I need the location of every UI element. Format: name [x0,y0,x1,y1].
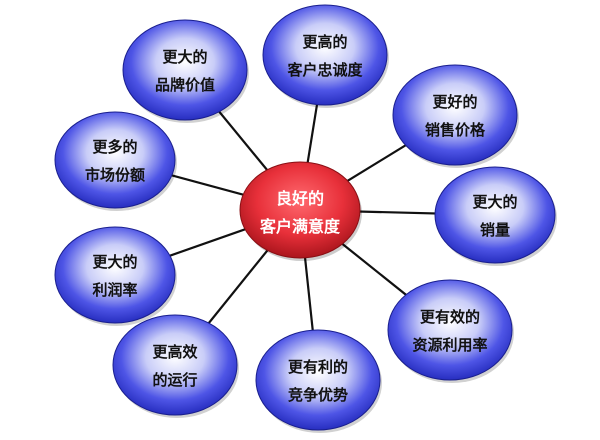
node-ellipse [112,314,238,416]
node-label-line2: 销量 [480,221,510,239]
center-label-line1: 良好的 [276,189,324,208]
node-label-line1: 更好的 [432,93,477,111]
node-ellipse [54,111,176,209]
node-label-line2: 客户忠诚度 [286,61,363,79]
node-ellipse [255,329,381,431]
node-label-line2: 品牌价值 [155,76,215,94]
node-ellipse [262,4,388,106]
node-label-line1: 更多的 [92,138,137,156]
node-label-line2: 利润率 [92,281,137,299]
node-label-line2: 资源利用率 [412,336,487,354]
outer-nodes: 更大的品牌价值更高的客户忠诚度更好的销售价格更大的销量更有效的资源利用率更有利的… [54,4,557,433]
node-label-line1: 更大的 [92,253,137,271]
center-ellipse [239,161,361,259]
node-ellipse [122,19,248,121]
node-ellipse [54,226,176,324]
node-label-line2: 的运行 [152,371,197,389]
node-ellipse [387,279,513,381]
center-label-line2: 客户满意度 [260,217,341,236]
node-label-line1: 更大的 [162,48,207,66]
node-label-line1: 更高效 [152,343,198,361]
node-label-line1: 更有效的 [420,308,480,326]
node-label-line2: 销售价格 [425,121,486,139]
node-ellipse [434,166,556,264]
node-ellipse [392,64,518,166]
node-label-line1: 更有利的 [288,358,348,376]
node-label-line2: 市场份额 [85,166,145,184]
node-label-line1: 更高的 [302,33,347,51]
node-label-line2: 竞争优势 [288,386,348,404]
node-label-line1: 更大的 [472,193,517,211]
